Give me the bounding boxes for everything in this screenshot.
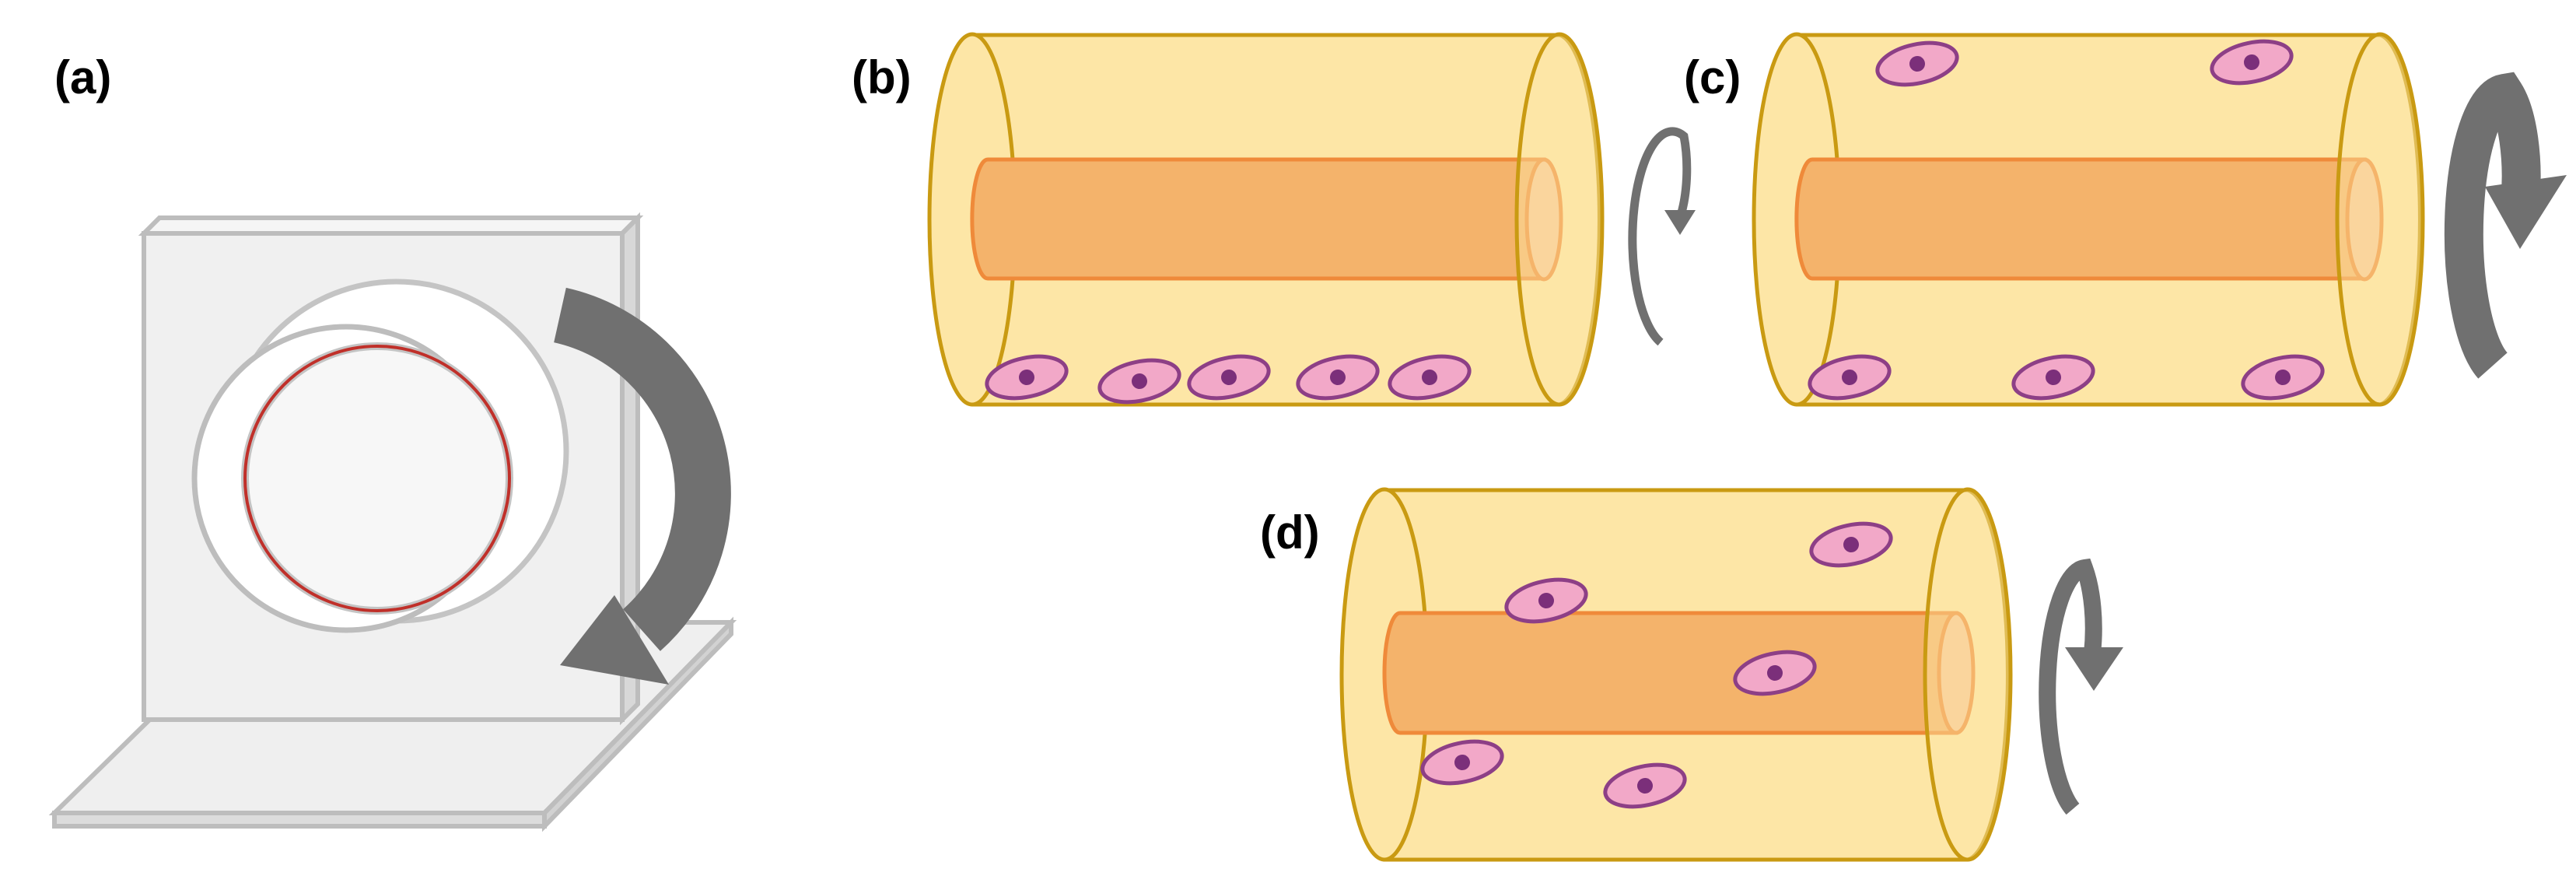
panel-a: (a) <box>48 51 737 832</box>
panel-c: (c) <box>1684 32 2567 407</box>
panel-label-b: (b) <box>852 51 912 103</box>
cell-icon <box>1809 521 1893 568</box>
panel-label-a: (a) <box>54 51 111 103</box>
rod-c <box>1794 157 2384 282</box>
cell-icon <box>1187 354 1271 401</box>
cell-icon <box>1603 762 1687 809</box>
curved-arrow-icon <box>1628 127 1696 346</box>
cells-b <box>985 354 1472 405</box>
panel-label-c: (c) <box>1684 51 1741 103</box>
cell-icon <box>1420 739 1504 786</box>
cell-icon <box>2241 354 2325 401</box>
cell-icon <box>1733 650 1817 696</box>
curved-arrow-icon <box>2039 558 2123 815</box>
cell-icon <box>2011 354 2095 401</box>
cell-icon <box>2210 39 2294 86</box>
rod-d <box>1382 611 1976 735</box>
panel-d: (d) <box>1260 487 2123 862</box>
cell-icon <box>1875 40 1959 87</box>
curved-arrow-icon <box>553 287 731 685</box>
tube-c-front-end <box>2335 32 2425 407</box>
cell-icon <box>1296 354 1380 401</box>
tube-b-front-end <box>1514 32 1605 407</box>
curved-arrow-icon <box>2444 72 2567 379</box>
cells-d <box>1420 521 1893 809</box>
culture-vessel <box>191 279 569 633</box>
panel-label-d: (d) <box>1260 506 1320 559</box>
cells-c <box>1808 39 2325 401</box>
tube-d-front-end <box>1923 487 2013 862</box>
cell-icon <box>985 354 1069 401</box>
panel-b: (b) <box>852 32 1696 407</box>
rod-b <box>970 157 1563 282</box>
cell-icon <box>1388 354 1472 401</box>
cell-icon <box>1504 577 1588 624</box>
vessel-red-ring <box>243 345 511 612</box>
cell-icon <box>1097 358 1181 405</box>
cell-icon <box>1808 354 1892 401</box>
